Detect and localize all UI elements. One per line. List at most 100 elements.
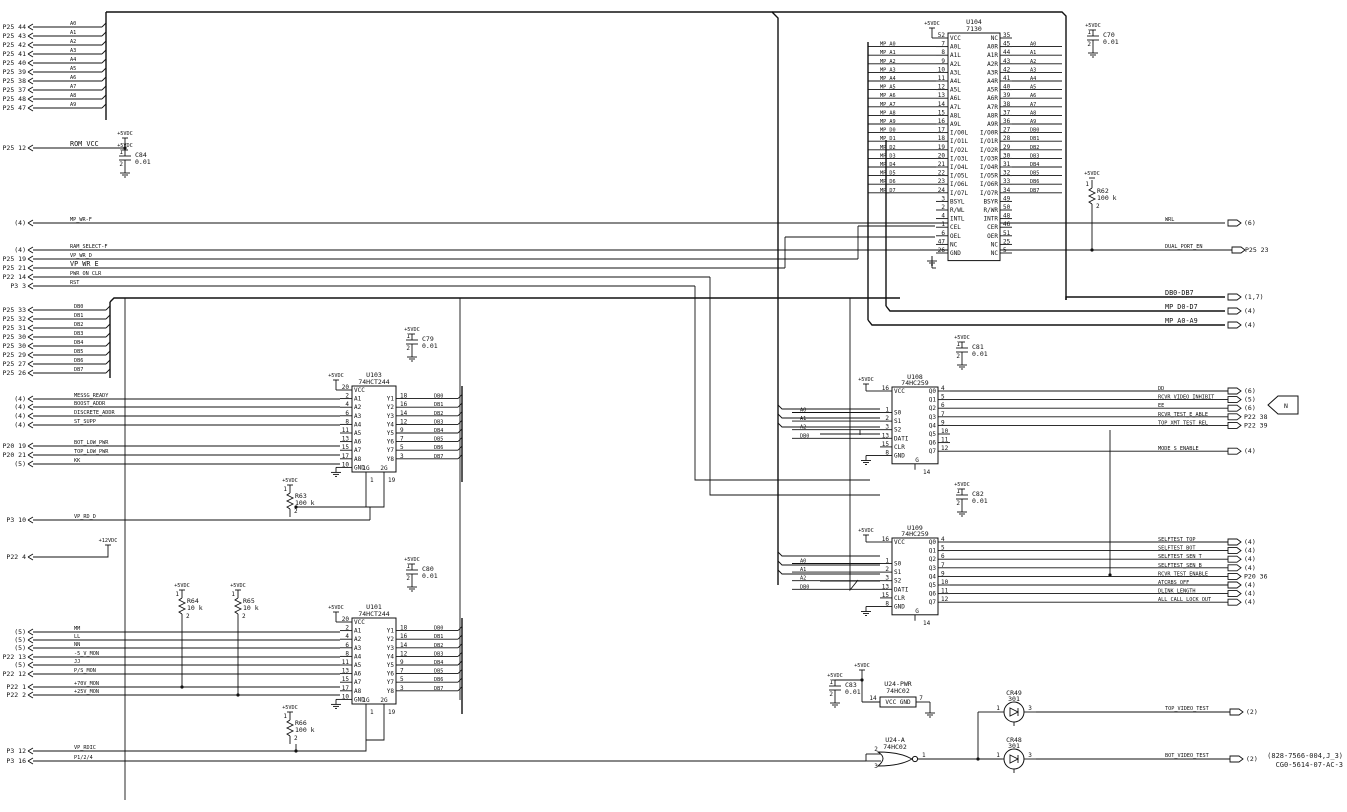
offpage-arrow-right (1227, 396, 1242, 404)
pin-name: OEL (950, 233, 961, 240)
u104-left-signal: MP_A3 (880, 67, 896, 73)
pin-name: A5 (354, 430, 362, 437)
right-destination-label: (1,7) (1244, 293, 1264, 301)
pin-name: NC (991, 250, 999, 257)
offpage-arrow-right (1227, 321, 1242, 329)
offpage-arrow-left (27, 333, 34, 341)
pin-name: A1 (354, 628, 362, 635)
pin-name: Q7 (929, 599, 937, 606)
output-signal: SELFTEST_TOP (1158, 537, 1195, 543)
pin-name: A4L (950, 78, 961, 85)
pin-name: I/O4R (980, 164, 998, 171)
pin-signal: A1 (800, 567, 806, 573)
capacitor-value: 0.01 (422, 342, 438, 350)
pin-name: A2 (354, 636, 362, 643)
output-signal: DB1 (434, 634, 443, 640)
connector-label: (4) (14, 246, 26, 254)
pin-number: 33 (1003, 178, 1011, 185)
pin-name: A8 (354, 456, 362, 463)
pin-number: 2 (345, 393, 349, 400)
pin-number: 11 (938, 75, 946, 82)
pin-name: VCC (894, 388, 905, 395)
bus-signal-label: A0 (70, 21, 76, 27)
resistor-value: 10 k (243, 604, 259, 612)
pin-name: DATI (894, 435, 909, 442)
ic-body-u101 (351, 617, 397, 705)
offpage-arrow-right (1227, 547, 1242, 555)
u104-left-signal: MP_D1 (880, 136, 896, 142)
pin-number: 1 (370, 709, 374, 716)
resistor-pin: 2 (294, 735, 298, 742)
pin-name: A5L (950, 87, 961, 94)
pin-name: GND (894, 453, 905, 460)
pin-number: 14 (400, 642, 408, 649)
resistor-ref: R63 (295, 492, 307, 500)
pin-number: 19 (388, 477, 396, 484)
resistor-zigzag (177, 597, 187, 615)
offpage-arrow-right (1227, 421, 1242, 429)
u104-right-signal: DB2 (1030, 145, 1039, 151)
connector-label: (5) (14, 644, 26, 652)
bus-signal-label: A5 (70, 66, 76, 72)
bus-signal-label: A3 (70, 48, 76, 54)
right-destination-label: (4) (1244, 307, 1256, 315)
bus-signal-label: DB6 (74, 358, 83, 364)
pin-number: 16 (882, 536, 890, 543)
ic-part: 74HC02 (886, 687, 910, 695)
connector-label: P25 43 (3, 32, 27, 40)
pin-name: Y7 (387, 679, 395, 686)
ic-body-u103 (351, 385, 397, 473)
pin-name: Y2 (387, 636, 395, 643)
pin-number: 9 (941, 419, 945, 426)
pin-number: 10 (938, 66, 946, 73)
ic-ref: U101 (366, 603, 382, 611)
output-signal: DB6 (434, 677, 443, 683)
capacitor-ref: C79 (422, 335, 434, 343)
pin-name: S2 (894, 427, 902, 434)
pin-name: A3 (354, 645, 362, 652)
connector-label: P22 2 (6, 691, 26, 699)
output-signal: DB2 (434, 643, 443, 649)
pin-name: 2G (380, 465, 388, 472)
control-signal-label: VP_WR_D (70, 253, 92, 259)
u104-right-signal: A4 (1030, 76, 1036, 82)
u104-right-signal: A1 (1030, 50, 1036, 56)
pin-signal: A2 (800, 425, 806, 431)
connector-label: P25 12 (3, 144, 27, 152)
ic-part: 74HCT244 (358, 378, 389, 386)
pin-name: CER (987, 224, 998, 231)
offpage-arrow-left (27, 50, 34, 58)
connector-label: P25 42 (3, 41, 27, 49)
resistor-pin: 2 (294, 508, 298, 515)
pin-name: I/O7L (950, 190, 968, 197)
connector-label: P3 16 (6, 757, 26, 765)
pin-name: NC (991, 35, 999, 42)
pin-name: Q2 (929, 556, 937, 563)
pin-number: 3 (1028, 752, 1032, 759)
input-signal: P/S_MON (74, 668, 96, 674)
connector-label: (5) (14, 661, 26, 669)
pin-name: Q5 (929, 431, 937, 438)
cap-pin: 2 (1087, 41, 1091, 48)
pin-number: 48 (1003, 213, 1011, 220)
cap-pin: 1 (956, 341, 960, 348)
u104-left-signal: MP_D2 (880, 145, 896, 151)
output-destination: P20 36 (1244, 572, 1268, 580)
ic-part: 74HC02 (883, 743, 907, 751)
pin-name: GND (950, 250, 961, 257)
offpage-arrow-left (27, 282, 34, 290)
pin-name: R/WR (984, 207, 999, 214)
cap-pin: 1 (119, 149, 123, 156)
resistor-pin: 1 (283, 486, 287, 493)
u104-right-signal: A6 (1030, 93, 1036, 99)
pin-number: 7 (400, 668, 404, 675)
pin-name: BSYL (950, 198, 965, 205)
pin-number: 29 (1003, 144, 1011, 151)
pin-number: 10 (342, 693, 350, 700)
u104-right-signal: A9 (1030, 119, 1036, 125)
pin-signal: A0 (800, 408, 806, 414)
output-destination: (4) (1244, 590, 1256, 598)
output-signal: DB4 (434, 660, 443, 666)
diode-destination: (2) (1246, 708, 1258, 716)
resistor-pin: 1 (1085, 181, 1089, 188)
